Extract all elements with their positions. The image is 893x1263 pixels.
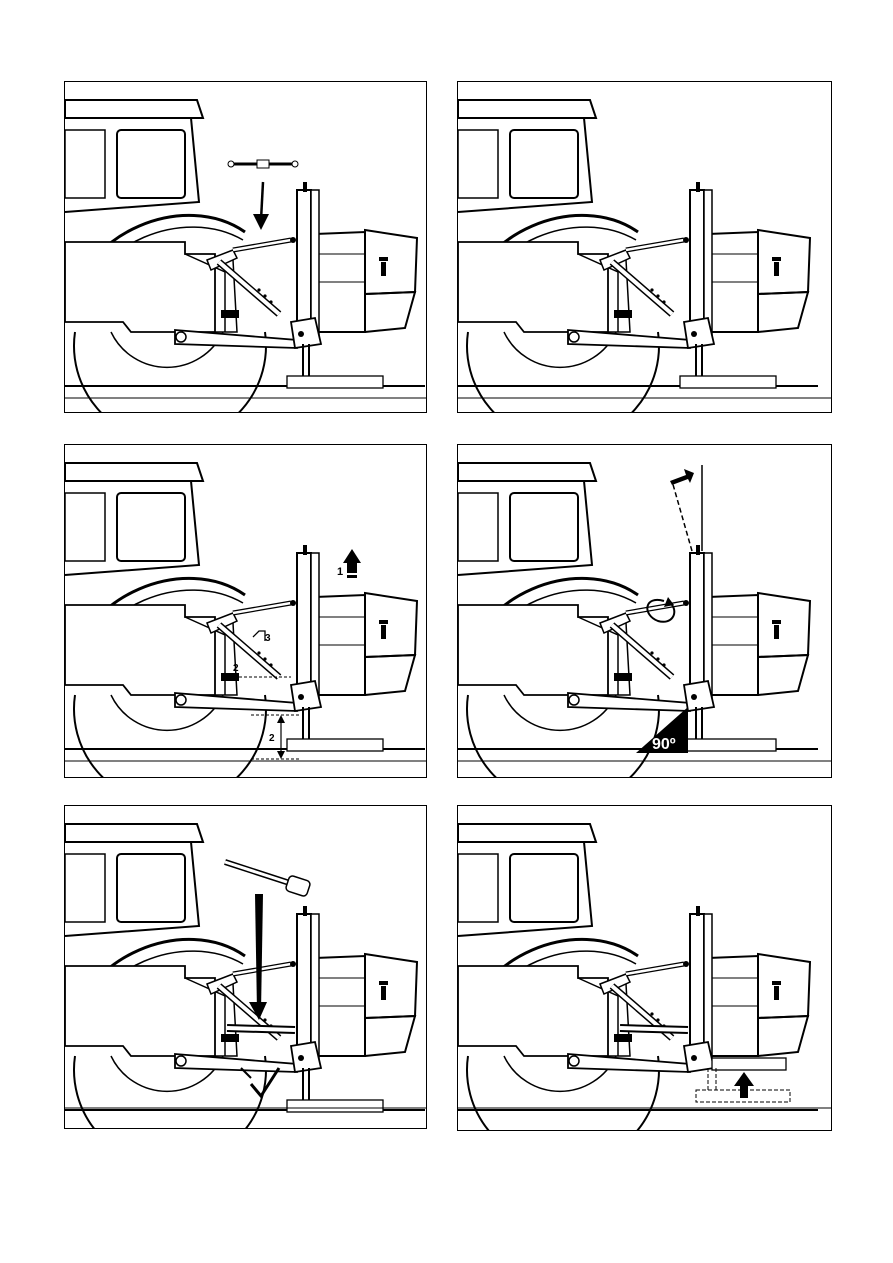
label-1: 1	[337, 566, 343, 578]
up-arrow-icon	[343, 549, 361, 578]
illustration-step-2	[457, 81, 832, 413]
pto-shaft-mounted-icon	[227, 1028, 295, 1030]
top-link-icon	[228, 160, 298, 168]
height-dimension-icon	[277, 715, 285, 759]
illustration-step-6	[457, 805, 832, 1131]
illustration-step-1	[64, 81, 427, 413]
illustration-step-5	[64, 805, 427, 1129]
illustration-step-3: 1 3 2 2	[64, 444, 427, 778]
label-2-lower: 2	[269, 733, 275, 744]
up-arrow-icon	[734, 1072, 754, 1098]
angle-badge: 90º	[636, 707, 688, 753]
angle-label: 90º	[652, 736, 676, 753]
rotate-arrow-icon	[253, 631, 265, 641]
label-3: 3	[265, 633, 271, 644]
pto-shaft-icon	[225, 862, 311, 897]
pto-shaft-mounted-icon	[620, 1028, 688, 1030]
down-arrow-icon	[253, 182, 269, 230]
down-arrow-icon	[249, 894, 267, 1020]
illustration-step-4: 90º	[457, 444, 832, 778]
check-mark-icon	[241, 1068, 279, 1096]
label-2-upper: 2	[233, 663, 239, 674]
tilt-arrow-icon	[670, 469, 694, 485]
